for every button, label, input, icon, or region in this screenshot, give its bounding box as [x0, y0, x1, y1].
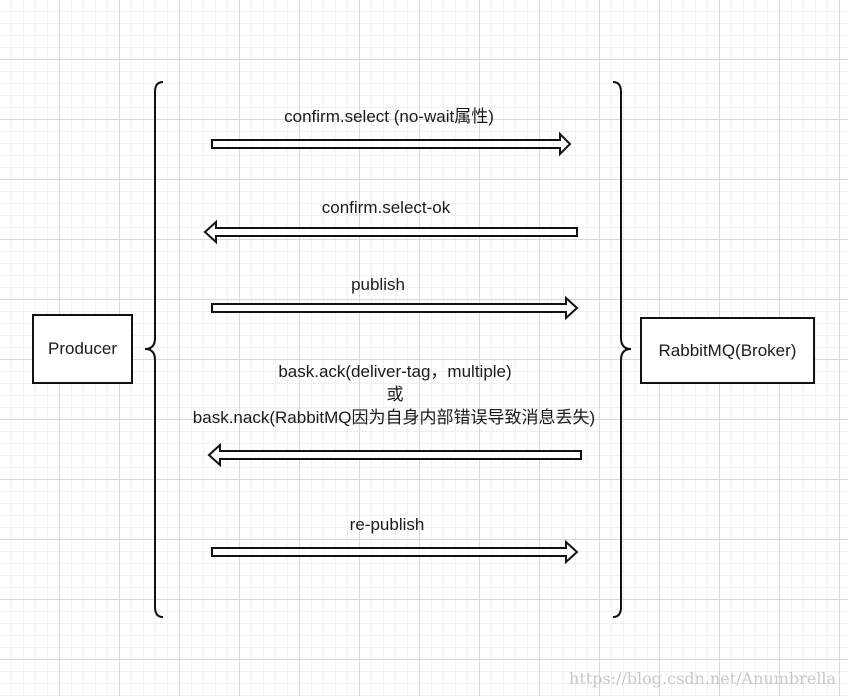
message-label-or: 或: [386, 385, 404, 404]
arrow-re-publish: [211, 539, 579, 565]
message-label-nack: bask.nack(RabbitMQ因为自身内部错误导致消息丢失): [192, 408, 596, 427]
left-brace: [144, 81, 164, 618]
message-label-ack: bask.ack(deliver-tag，multiple): [278, 362, 512, 381]
producer-node: Producer: [32, 314, 133, 384]
broker-node: RabbitMQ(Broker): [640, 317, 815, 384]
message-label-publish: publish: [351, 275, 405, 294]
arrow-publish: [211, 295, 579, 321]
message-label-re-publish: re-publish: [349, 515, 425, 534]
arrow-ack-or-nack: [207, 442, 582, 468]
message-label-confirm-select: confirm.select (no-wait属性): [284, 107, 494, 126]
broker-label: RabbitMQ(Broker): [658, 340, 797, 360]
right-brace: [612, 81, 632, 618]
message-label-confirm-select-ok: confirm.select-ok: [321, 198, 451, 217]
arrow-confirm-select: [211, 131, 572, 157]
watermark-url: https://blog.csdn.net/Anumbrella: [569, 669, 836, 688]
arrow-confirm-select-ok: [203, 219, 578, 245]
producer-label: Producer: [48, 339, 117, 358]
